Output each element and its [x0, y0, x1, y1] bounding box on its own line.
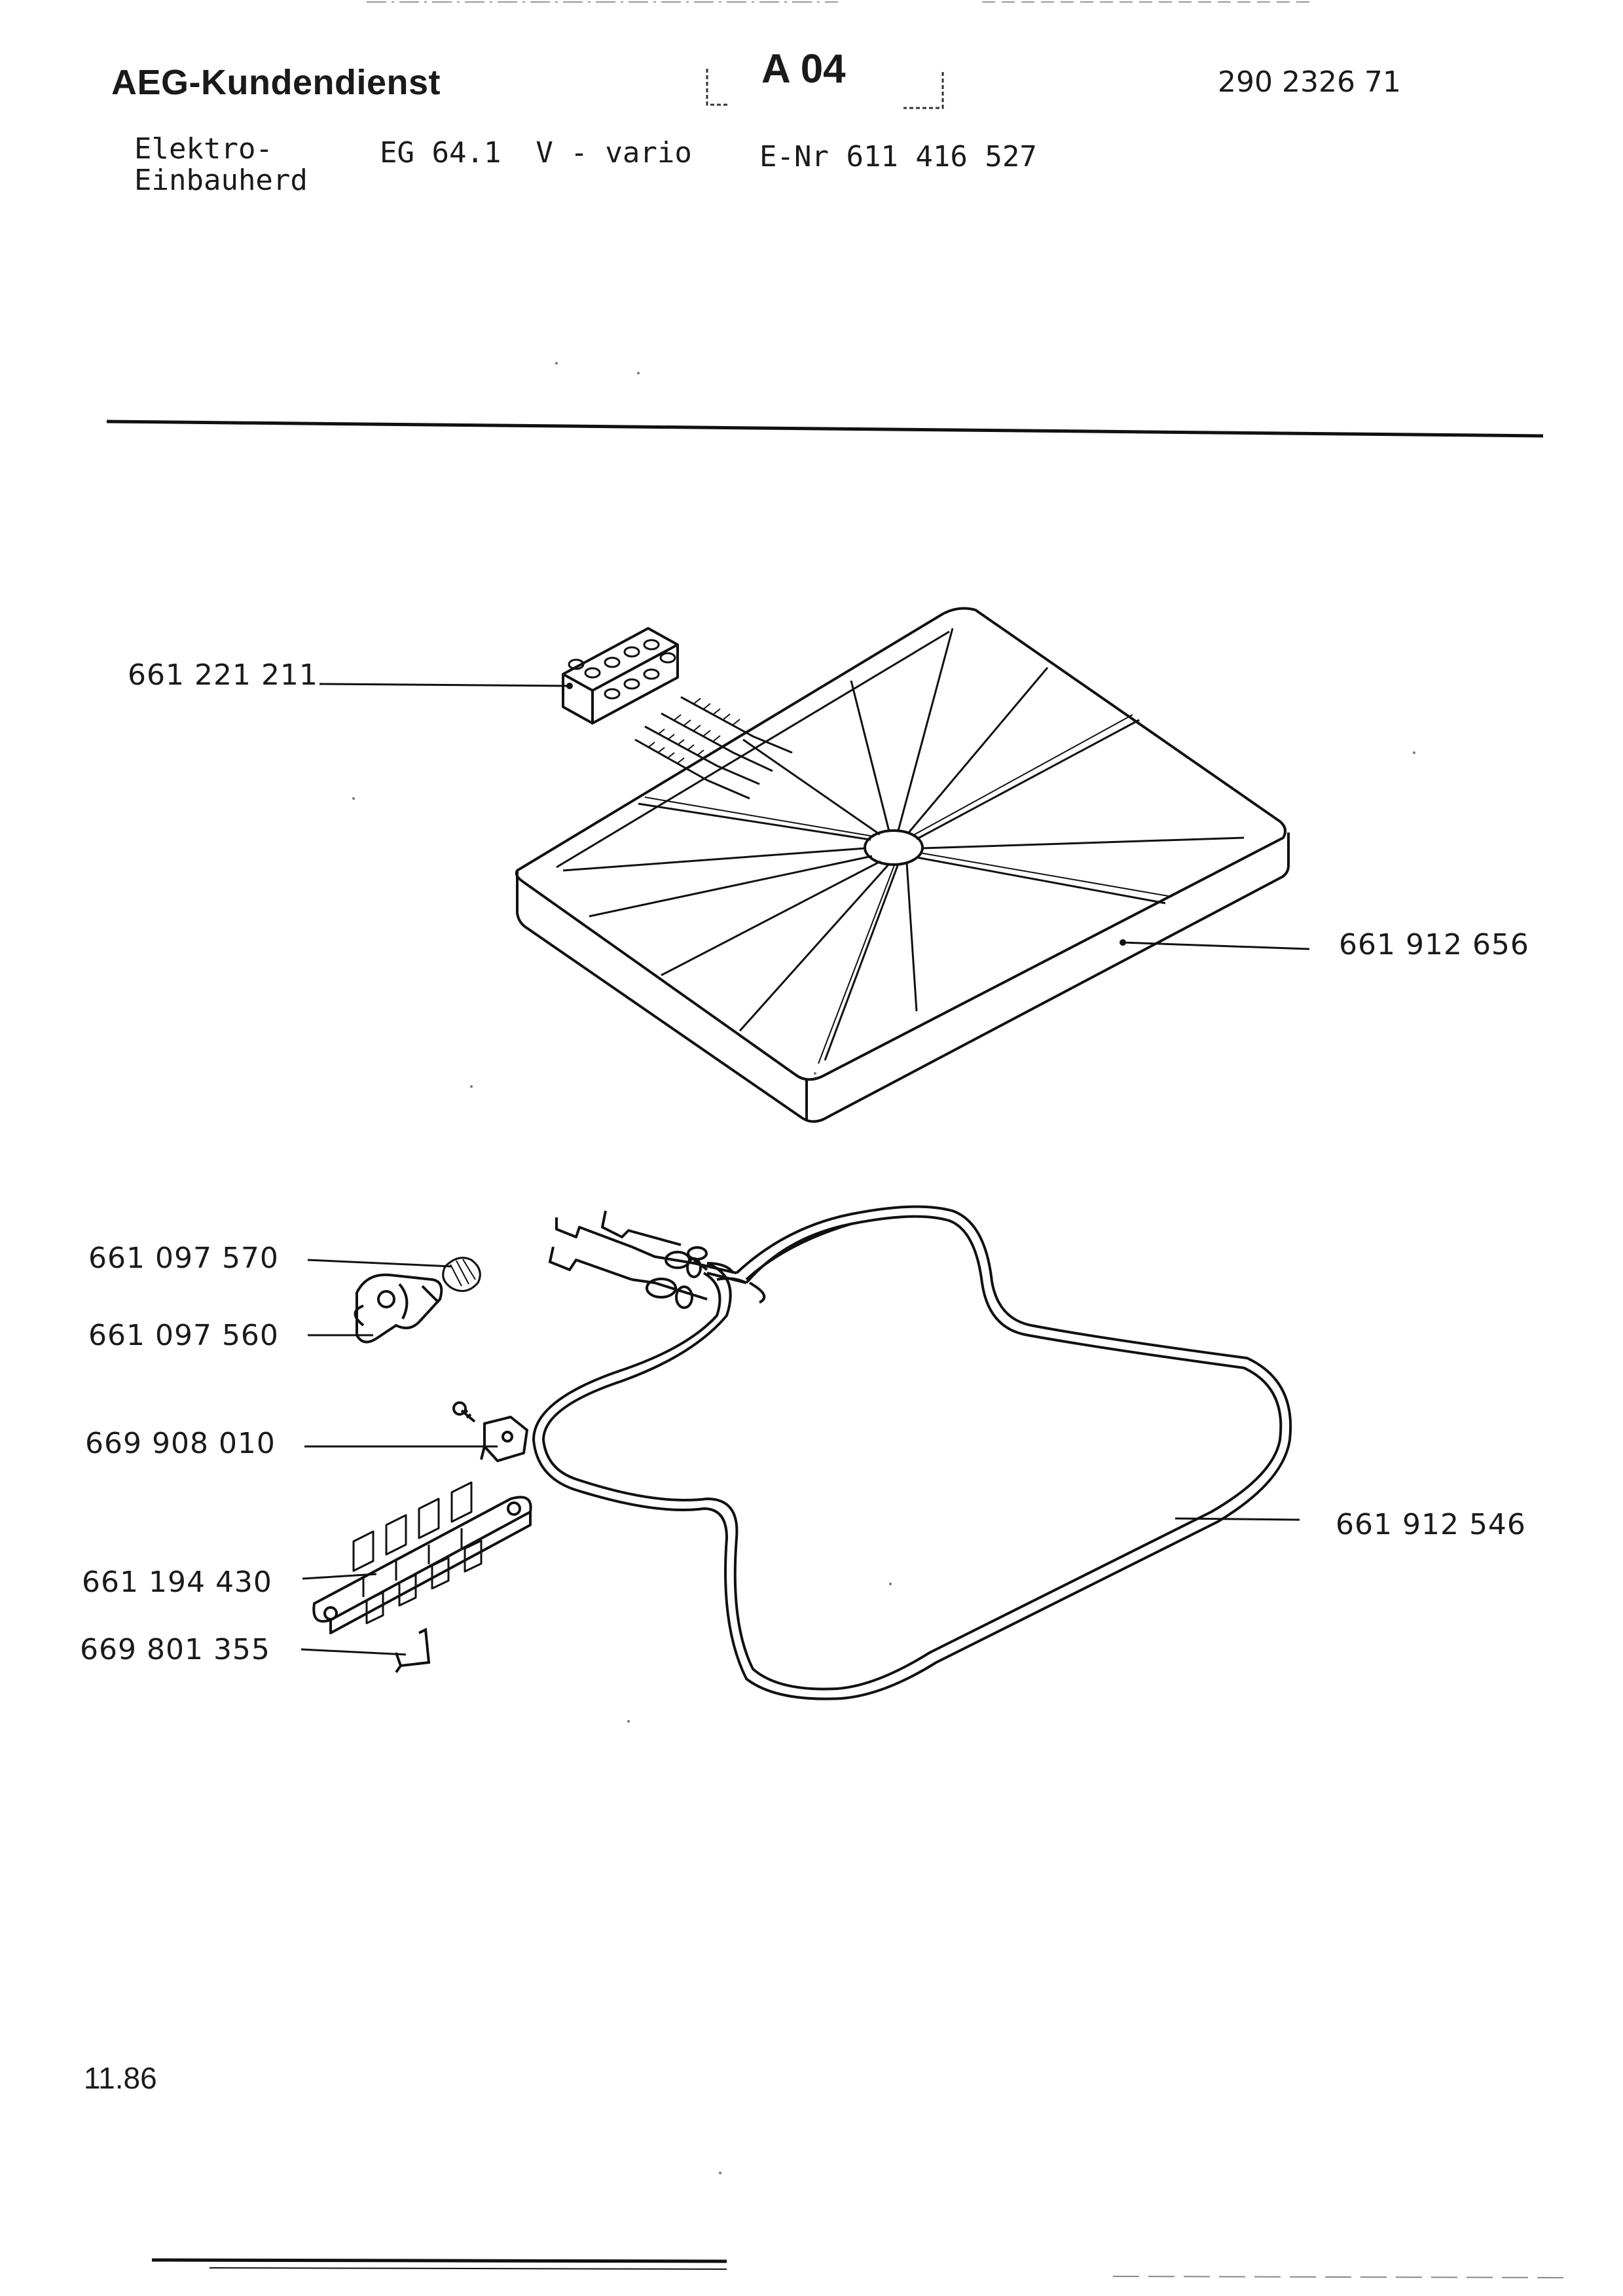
category-line-2: Einbauherd — [134, 164, 308, 197]
part-label-clip-spring: 661 097 570 — [88, 1242, 279, 1275]
leader-connector-clip — [301, 1648, 407, 1656]
fixing-clamp-drawing — [452, 1401, 528, 1462]
model-designation: EG 64.1 V - vario — [380, 136, 692, 170]
footer-rule — [151, 2258, 1572, 2278]
heating-element-upper-terminal — [548, 1246, 766, 1309]
leader-terminal-strip — [302, 1573, 377, 1580]
revision-date: 11.86 — [84, 2061, 157, 2095]
document-number: 290 2326 71 — [1218, 65, 1401, 99]
part-label-terminal-block: 661 221 211 — [128, 658, 318, 692]
leader-hotplate — [1122, 941, 1310, 950]
terminal-strip-drawing — [312, 1481, 532, 1634]
terminal-block-drawing — [562, 627, 679, 725]
clip-spring-drawing — [442, 1257, 481, 1292]
hotplate-drawing — [515, 607, 1290, 1123]
category-line-1: Elektro- — [134, 132, 273, 166]
sheet-number: A 04 — [761, 46, 846, 92]
hotplate-connector-pins — [634, 696, 793, 800]
sheet-bracket-marks — [706, 69, 944, 109]
part-label-heating-element: 661 912 546 — [1336, 1508, 1526, 1541]
connector-clip-drawing — [395, 1627, 431, 1674]
heating-element-drawing — [532, 1205, 1292, 1700]
header-separator — [106, 420, 1544, 438]
leader-clip-spring — [307, 1259, 452, 1268]
part-label-fixing-clamp: 669 908 010 — [85, 1427, 276, 1460]
part-label-connector-clip: 669 801 355 — [80, 1633, 270, 1666]
scan-specks — [352, 362, 1415, 2174]
part-label-hotplate: 661 912 656 — [1339, 928, 1529, 961]
part-label-terminal-strip: 661 194 430 — [82, 1566, 272, 1599]
bracket-holder-drawing — [354, 1273, 443, 1344]
leader-terminal-block — [319, 683, 570, 687]
brand-title: AEG-Kundendienst — [111, 63, 441, 102]
e-number: E-Nr 611 416 527 — [759, 140, 1037, 173]
leader-dot-hotplate — [1120, 939, 1126, 946]
leader-heating-element — [1175, 1517, 1300, 1521]
leader-dot-terminal-block — [566, 683, 573, 689]
part-label-bracket-holder: 661 097 560 — [88, 1319, 279, 1352]
